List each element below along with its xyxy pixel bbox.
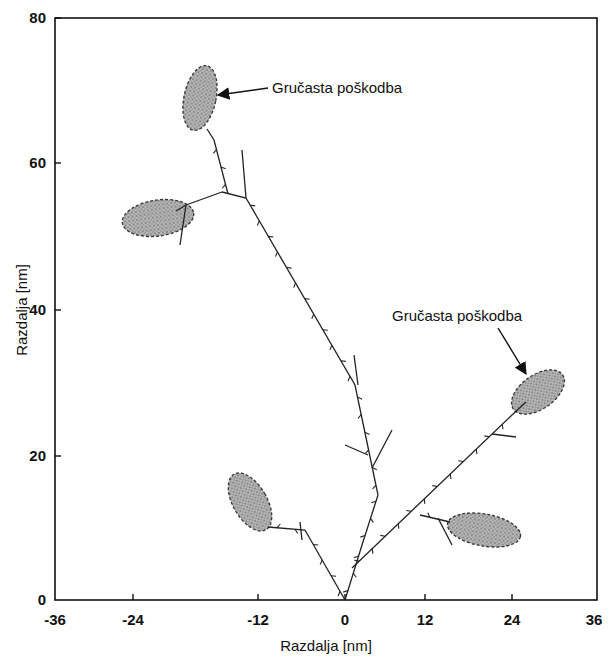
delta-ray-mark: [373, 485, 376, 489]
delta-ray-mark: [354, 560, 359, 562]
delta-ray-marks: [213, 149, 503, 595]
callout-label: Gručasta poškodba: [392, 307, 522, 325]
tick-label: 60: [29, 154, 46, 172]
delta-ray-mark: [380, 535, 385, 537]
delta-ray-mark: [358, 415, 361, 419]
delta-ray-mark: [348, 376, 350, 381]
cluster-damage: [120, 62, 572, 552]
delta-ray-mark: [305, 298, 310, 300]
delta-ray-mark: [406, 510, 411, 512]
axis-title: Razdalja [nm]: [280, 637, 372, 655]
delta-ray-mark: [372, 468, 377, 470]
delta-ray-mark: [360, 535, 365, 537]
delta-ray-mark: [277, 524, 280, 528]
delta-ray-mark: [294, 283, 296, 288]
delta-ray-mark: [371, 518, 374, 522]
axis-title: Razdalja [nm]: [13, 264, 31, 356]
delta-ray-mark: [341, 360, 346, 362]
delta-ray-mark: [268, 236, 273, 238]
delta-ray-mark: [372, 549, 374, 554]
delta-ray-mark: [257, 221, 259, 226]
delta-ray-mark: [502, 424, 504, 429]
delta-ray-mark: [221, 167, 226, 169]
delta-ray-mark: [365, 432, 370, 434]
tick-label: -12: [247, 611, 269, 629]
delta-ray-mark: [398, 524, 400, 529]
particle-track: [176, 129, 526, 600]
delta-ray-mark: [295, 529, 298, 533]
delta-ray-mark: [330, 345, 332, 350]
tick-label: 24: [504, 611, 521, 629]
delta-ray-mark: [250, 205, 255, 207]
delta-ray-mark: [353, 573, 356, 577]
delta-ray-mark: [343, 590, 348, 592]
delta-ray-mark: [213, 149, 216, 153]
delta-ray-mark: [338, 591, 340, 596]
tick-label: 40: [29, 301, 46, 319]
delta-ray-mark: [323, 329, 328, 331]
delta-ray-mark: [424, 499, 426, 504]
delta-ray-mark: [312, 314, 314, 319]
delta-ray-mark: [432, 485, 437, 487]
tick-label: 80: [29, 9, 46, 27]
delta-ray-mark: [276, 252, 278, 257]
delta-ray-mark: [320, 560, 322, 565]
tick-label: 0: [341, 611, 349, 629]
delta-ray-mark: [354, 556, 359, 558]
callout-leader: [498, 328, 526, 374]
tick-label: 36: [586, 611, 603, 629]
delta-ray-mark: [331, 575, 336, 577]
tick-label: -36: [44, 611, 66, 629]
delta-ray-mark: [365, 450, 368, 454]
delta-ray-mark: [313, 544, 318, 546]
delta-ray-mark: [450, 474, 452, 479]
plot-frame: [55, 18, 597, 600]
delta-ray-mark: [476, 449, 478, 454]
delta-ray-mark: [484, 435, 489, 437]
callout-leader: [218, 88, 268, 95]
delta-ray-mark: [428, 513, 430, 518]
tick-label: 20: [29, 447, 46, 465]
tick-label: -24: [122, 611, 144, 629]
tick-label: 12: [417, 611, 434, 629]
delta-ray-mark: [358, 397, 363, 399]
delta-ray-mark: [458, 460, 463, 462]
tick-label: 0: [38, 591, 46, 609]
delta-ray-mark: [222, 184, 225, 188]
callout-label: Gručasta poškodba: [272, 79, 402, 97]
delta-ray-mark: [371, 501, 376, 503]
delta-ray-mark: [287, 267, 292, 269]
